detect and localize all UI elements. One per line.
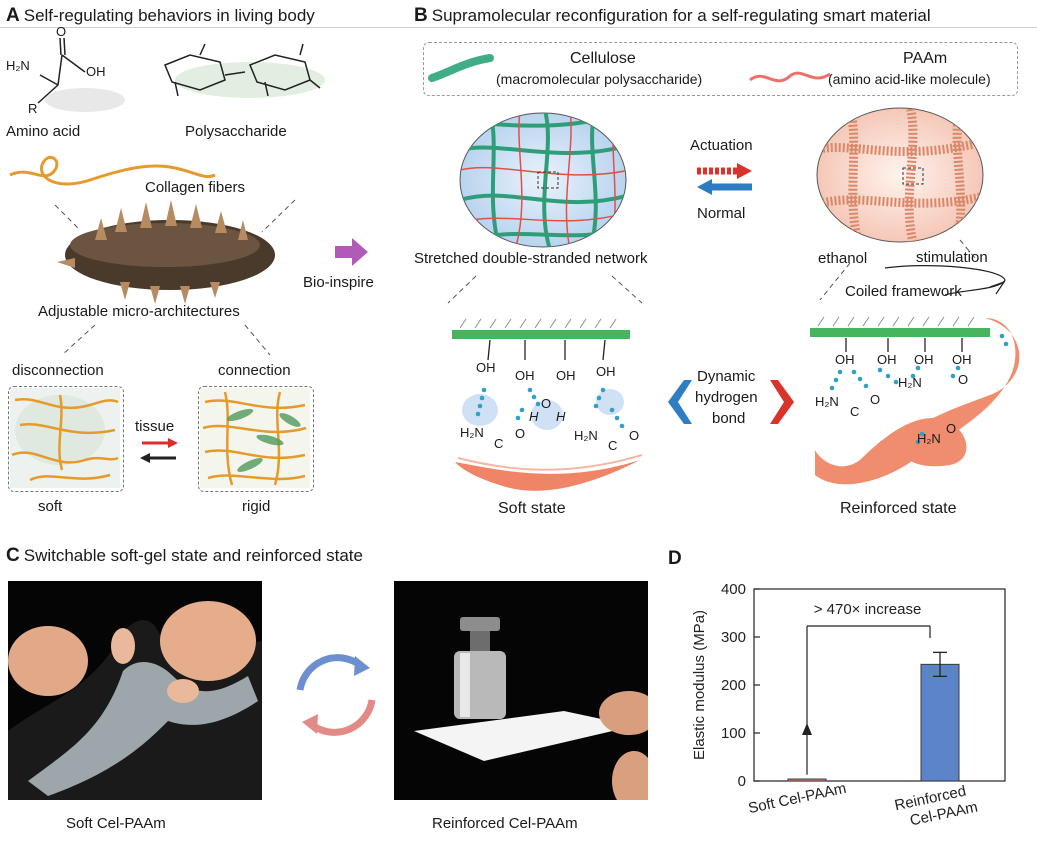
soft-state-diagram — [452, 318, 643, 491]
connection-label: connection — [218, 362, 291, 379]
paam-strand-icon — [749, 71, 831, 83]
amino-o-label: O — [56, 24, 67, 39]
rigid-label: rigid — [242, 498, 271, 515]
soft-oh-1: OH — [476, 360, 496, 375]
stretched-network-label: Stretched double-stranded network — [414, 250, 648, 267]
soft-o-2: O — [629, 428, 640, 443]
amino-acid-structure — [37, 37, 86, 104]
x-tick-label: Soft Cel-PAAm — [747, 780, 848, 817]
panel-d-title: D — [668, 548, 682, 569]
normal-label: Normal — [697, 205, 746, 222]
bar — [787, 778, 827, 782]
legend-paam-label: PAAm — [903, 50, 948, 67]
connection-box — [198, 386, 314, 492]
rein-h2n-3: H₂N — [917, 431, 941, 446]
legend-paam-sub: (amino acid-like molecule) — [828, 71, 991, 87]
dynamic-label-2: hydrogen — [695, 389, 758, 406]
x-tick-label: ReinforcedCel-PAAm — [893, 781, 979, 832]
rein-oh-3: OH — [914, 352, 934, 367]
polysaccharide-label: Polysaccharide — [185, 123, 287, 140]
soft-cel-paam-caption: Soft Cel-PAAm — [66, 815, 166, 832]
disconnection-label: disconnection — [12, 362, 104, 379]
coiled-framework-label: Coiled framework — [845, 283, 962, 300]
rein-o-1: O — [870, 392, 881, 407]
y-tick-label: 300 — [721, 629, 746, 646]
rein-oh-4: OH — [952, 352, 972, 367]
y-tick-label: 400 — [721, 581, 746, 598]
amino-r-label: R — [28, 101, 38, 116]
reinforced-cel-paam-caption: Reinforced Cel-PAAm — [432, 815, 578, 832]
dynamic-label-3: bond — [712, 410, 746, 427]
annotation-arrowhead — [802, 723, 812, 735]
soft-oh-4: OH — [596, 364, 616, 379]
soft-c-2: C — [608, 438, 618, 453]
y-axis-label: Elastic modulus (MPa) — [691, 610, 708, 760]
soft-water-h2: H — [556, 409, 566, 424]
soft-state-label: Soft state — [498, 500, 566, 517]
disconnection-box — [8, 386, 124, 492]
soft-water-h1: H — [529, 409, 539, 424]
bio-inspire-label: Bio-inspire — [303, 274, 374, 291]
soft-o-1: O — [515, 426, 526, 441]
dynamic-label-1: Dynamic — [697, 368, 756, 385]
amino-oh-label: OH — [86, 64, 106, 79]
amino-h2n-label: H₂N — [6, 58, 30, 73]
reinforced-state-diagram — [810, 316, 1020, 485]
rein-oh-2: OH — [877, 352, 897, 367]
rein-o-3: O — [946, 421, 957, 436]
rein-h2n-1: H₂N — [815, 394, 839, 409]
collagen-fiber — [9, 155, 216, 186]
cellulose-strand-icon — [428, 54, 494, 82]
rein-oh-1: OH — [835, 352, 855, 367]
stimulation-label: stimulation — [916, 249, 988, 266]
soft-h2n-1: H₂N — [460, 425, 484, 440]
legend-box — [423, 42, 1018, 96]
y-tick-label: 100 — [721, 725, 746, 742]
soft-label: soft — [38, 498, 63, 515]
bar — [920, 663, 960, 782]
rein-o-2: O — [958, 372, 969, 387]
top-divider — [0, 27, 1037, 28]
soft-oh-2: OH — [515, 368, 535, 383]
actuation-label: Actuation — [690, 137, 753, 154]
soft-gel-photo — [8, 581, 262, 800]
collagen-fibers-label: Collagen fibers — [145, 179, 246, 196]
sea-cucumber-image — [57, 200, 275, 304]
legend-cellulose-sub: (macromolecular polysaccharide) — [496, 71, 703, 87]
polysaccharide-structure — [164, 43, 321, 97]
soft-c-1: C — [494, 436, 504, 451]
annotation-label: > 470× increase — [814, 601, 922, 618]
rein-c-1: C — [850, 404, 860, 419]
y-tick-label: 200 — [721, 677, 746, 694]
rein-h2n-2: H₂N — [898, 375, 922, 390]
reinforced-gel-photo — [394, 581, 648, 800]
reinforced-state-label: Reinforced state — [840, 500, 957, 517]
ethanol-label: ethanol — [818, 250, 868, 267]
legend-cellulose-label: Cellulose — [570, 50, 636, 67]
micro-architectures-label: Adjustable micro-architectures — [38, 303, 240, 320]
amino-acid-label: Amino acid — [6, 123, 81, 140]
y-tick-label: 0 — [738, 773, 746, 790]
bio-inspire-arrow — [335, 238, 368, 266]
soft-oh-3: OH — [556, 368, 576, 383]
tissue-label: tissue — [135, 418, 175, 435]
soft-h2n-2: H₂N — [574, 428, 598, 443]
coiled-network-circle — [816, 107, 984, 243]
soft-water-o: O — [541, 396, 552, 411]
